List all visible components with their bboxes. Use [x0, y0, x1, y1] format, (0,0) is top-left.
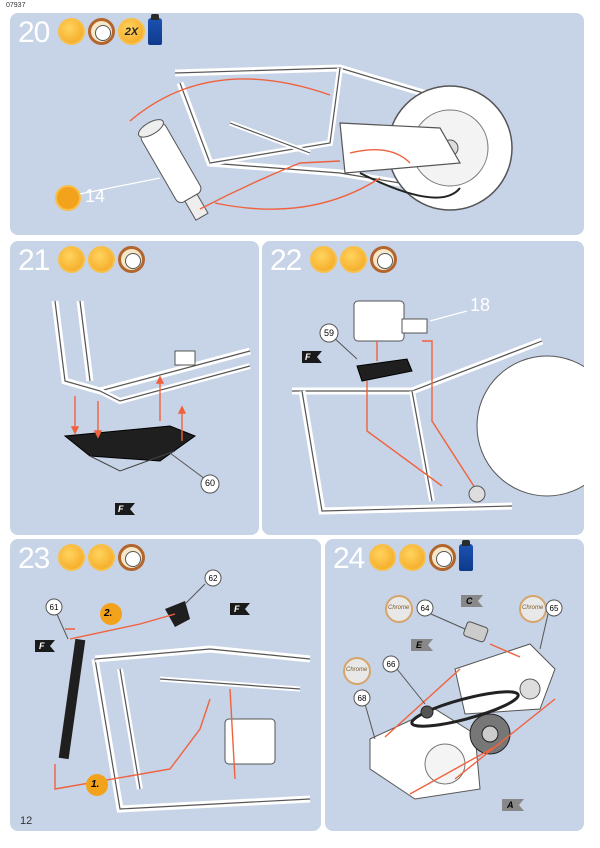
step-number: 22 — [270, 244, 302, 277]
flag-label-e: E — [416, 640, 423, 650]
step-number: 20 — [18, 16, 50, 49]
step-icons — [310, 246, 397, 273]
brush-icon — [58, 18, 85, 45]
clock-icon — [118, 544, 145, 571]
paint-icon — [399, 544, 426, 571]
part-number-65: 65 — [549, 604, 559, 613]
document-code: 07937 — [6, 2, 26, 9]
part-number-68: 68 — [357, 694, 367, 703]
clock-icon — [88, 18, 115, 45]
paint-icon — [340, 246, 367, 273]
2x-icon: 2X — [118, 18, 145, 45]
part-number-60: 60 — [204, 478, 215, 488]
flag-label-c: C — [466, 596, 473, 606]
chrome-label: Chrome — [346, 667, 368, 673]
flag-label: F — [118, 504, 124, 514]
page-number: 12 — [20, 815, 33, 827]
step-22-panel: 22 18 59 F — [262, 241, 584, 535]
flag-label: F — [234, 604, 240, 614]
part-number-66: 66 — [386, 660, 396, 669]
chrome-badge — [385, 595, 413, 623]
brush-icon — [58, 246, 85, 273]
part-number-62: 62 — [208, 574, 218, 583]
step-20-illustration — [55, 64, 513, 221]
part-number-59: 59 — [323, 328, 334, 338]
part-number-61: 61 — [49, 603, 59, 612]
flag-label: F — [39, 641, 45, 651]
brush-icon — [310, 246, 337, 273]
part-number-18: 18 — [470, 295, 491, 315]
step-icons — [58, 246, 145, 273]
step-21-panel: 21 60 F — [10, 241, 259, 535]
brush-icon — [369, 544, 396, 571]
step-number: 23 — [18, 542, 50, 575]
step-icons: 2X — [58, 14, 162, 45]
step-21-illustration — [51, 300, 251, 515]
brush-icon — [55, 185, 81, 211]
paint-icon — [88, 246, 115, 273]
flag-label: F — [305, 352, 311, 362]
paint-icon — [88, 544, 115, 571]
chrome-badge — [343, 657, 371, 685]
glue-icon — [459, 540, 473, 571]
step-23-illustration — [35, 569, 311, 813]
step-24-panel: 24 — [325, 539, 584, 831]
step-24-illustration — [343, 595, 563, 811]
brush-icon — [58, 544, 85, 571]
part-number-14: 14 — [85, 186, 106, 206]
clock-icon — [429, 544, 456, 571]
step-number: 21 — [18, 244, 50, 277]
step-icons — [58, 544, 145, 571]
clock-icon — [118, 246, 145, 273]
part-number-64: 64 — [420, 604, 430, 613]
step-number: 24 — [333, 542, 365, 575]
step-20-panel: 20 2X — [10, 13, 584, 235]
step-22-illustration — [292, 300, 584, 515]
step-23-panel: 23 61 62 2. 1 — [10, 539, 321, 831]
step-icons — [369, 540, 473, 571]
chrome-label: Chrome — [388, 605, 410, 611]
flag-label-a: A — [507, 800, 514, 810]
glue-icon — [148, 14, 162, 45]
clock-icon — [370, 246, 397, 273]
sequence-step-2: 2. — [104, 608, 113, 619]
chrome-label: Chrome — [522, 605, 544, 611]
sequence-step-1: 1. — [91, 779, 100, 790]
